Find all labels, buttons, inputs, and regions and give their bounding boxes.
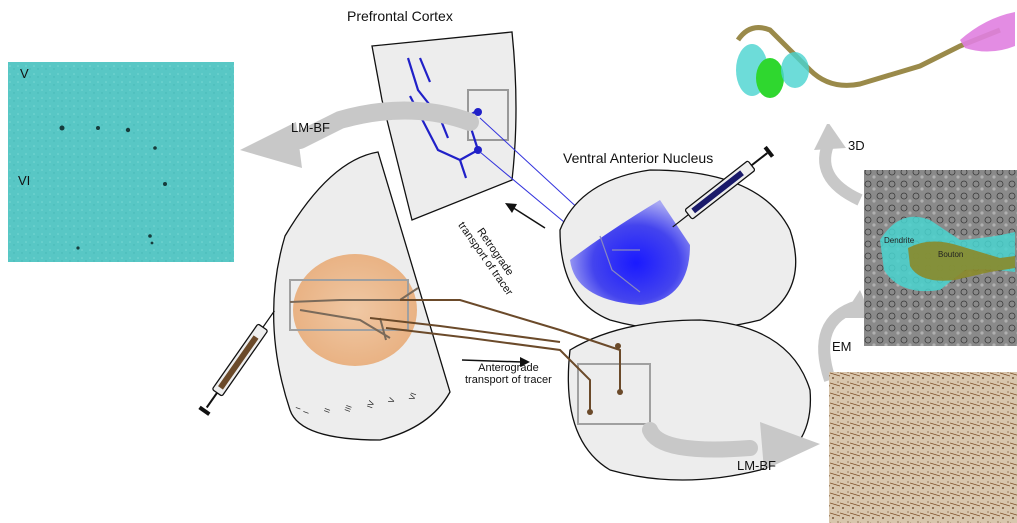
retrograde-arrow [505, 203, 545, 228]
prefrontal-cortex-label: Prefrontal Cortex [347, 8, 453, 24]
anterograde-label: Anterograde transport of tracer [465, 362, 552, 386]
ventral-anterior-nucleus-label: Ventral Anterior Nucleus [563, 150, 713, 166]
arrow-3d [814, 122, 860, 200]
layer-v-label: V [20, 66, 29, 81]
syringe-left-icon [198, 307, 279, 415]
layer-vi-label: VI [18, 173, 30, 188]
lm-bf-micrograph-cortex [8, 62, 234, 262]
em-label: EM [832, 339, 852, 354]
anterograde-line2: transport of tracer [465, 374, 552, 386]
lm-bf-micrograph-thalamus [829, 372, 1017, 523]
injection-site-orange [293, 254, 417, 366]
dendrite-label: Dendrite [884, 236, 914, 245]
anterograde-line1: Anterograde [478, 362, 539, 374]
bouton-label: Bouton [938, 250, 963, 259]
prefrontal-cortex-slice [372, 32, 516, 220]
lm-bf-bottom-label: LM-BF [737, 458, 776, 473]
3d-reconstruction-panel [730, 4, 1017, 124]
thalamus-slice-upper [560, 170, 796, 330]
lm-bf-top-label: LM-BF [291, 120, 330, 135]
3d-label: 3D [848, 138, 865, 153]
